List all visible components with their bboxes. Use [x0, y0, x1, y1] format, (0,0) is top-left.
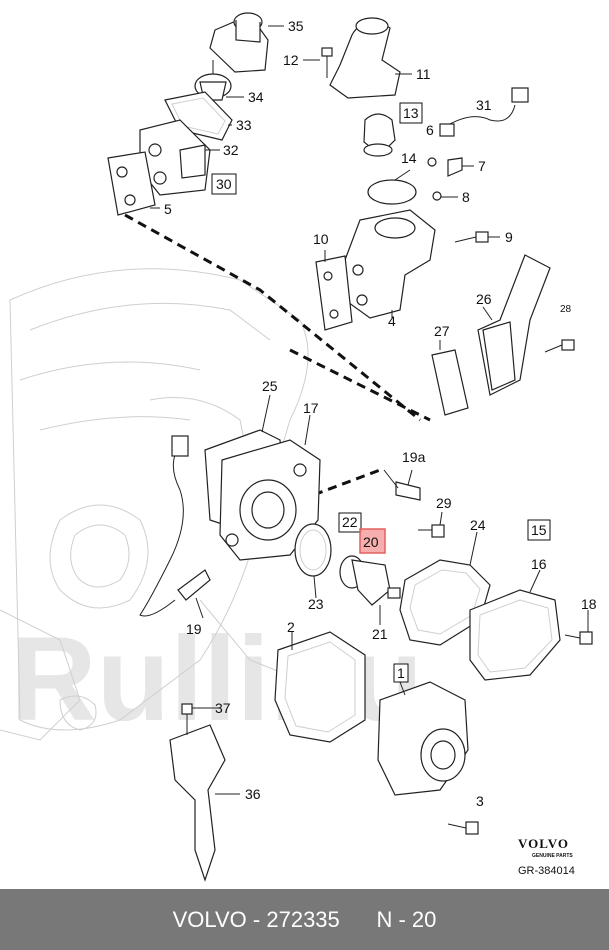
label-7: 7 [478, 158, 486, 174]
footer-position: N - 20 [376, 906, 437, 932]
leader-lines [150, 25, 589, 795]
bracket-36 [169, 724, 226, 882]
gasket-27 [431, 349, 469, 416]
label-33: 33 [236, 117, 252, 133]
bolt-12 [321, 47, 333, 78]
box-15 [527, 519, 551, 541]
brand-sub: GENUINE PARTS [532, 853, 573, 859]
label-5: 5 [164, 201, 172, 217]
label-30: 30 [216, 176, 232, 192]
bolt-9 [454, 231, 489, 243]
footer-brand: VOLVO [172, 906, 247, 932]
bolt-37 [181, 703, 193, 735]
footer-bar: VOLVO - 272335 N - 20 [0, 889, 609, 950]
label-36: 36 [245, 786, 261, 802]
box-22 [338, 512, 362, 533]
bolt-29 [418, 524, 445, 538]
label-19a: 19a [402, 449, 426, 465]
housing-4 [344, 209, 436, 319]
o-ring-14 [367, 179, 417, 205]
parts-diagram: Rulli.ru [0, 12, 597, 882]
label-34: 34 [248, 89, 264, 105]
gasket-2 [274, 631, 366, 743]
label-6: 6 [426, 122, 434, 138]
cover-16 [469, 589, 561, 681]
bolt-28 [544, 339, 575, 353]
label-32: 32 [223, 142, 239, 158]
thermostat-13 [363, 113, 396, 157]
bolt-3 [447, 821, 479, 835]
label-23: 23 [308, 596, 324, 612]
label-37: 37 [215, 700, 231, 716]
footer-sep-1: - [246, 906, 267, 932]
volvo-brand: VOLVO GENUINE PARTS GR-384014 [518, 836, 575, 877]
label-1: 1 [397, 665, 405, 681]
label-20: 20 [363, 534, 379, 550]
thermostat-20 [339, 555, 401, 606]
label-8: 8 [462, 189, 470, 205]
label-22: 22 [342, 514, 358, 530]
engine-block-outline [0, 268, 309, 741]
housing-35 [209, 12, 269, 73]
sensor-7 [447, 157, 463, 177]
label-21: 21 [372, 626, 388, 642]
gasket-5 [107, 151, 156, 216]
label-27: 27 [434, 323, 450, 339]
sensor-cable-31 [439, 87, 529, 137]
label-13: 13 [403, 105, 419, 121]
label-15: 15 [531, 522, 547, 538]
label-18: 18 [581, 596, 597, 612]
pin-19a [383, 469, 421, 501]
outlet-11 [329, 17, 401, 99]
label-29: 29 [436, 495, 452, 511]
bolt-18 [564, 631, 593, 645]
label-4: 4 [388, 313, 396, 329]
sensor-6 [427, 157, 437, 167]
washer-8 [432, 191, 442, 201]
label-3: 3 [476, 793, 484, 809]
label-17: 17 [303, 400, 319, 416]
diagram-ref: GR-384014 [518, 865, 575, 877]
label-12: 12 [283, 52, 299, 68]
box-1 [393, 663, 409, 683]
box-13 [399, 102, 423, 124]
bracket-26 [477, 254, 551, 396]
label-28: 28 [560, 304, 572, 315]
label-11: 11 [416, 66, 431, 82]
o-ring-23 [294, 523, 332, 577]
label-24: 24 [470, 517, 486, 533]
gasket-10 [315, 255, 353, 331]
label-2: 2 [287, 619, 295, 635]
label-19: 19 [186, 621, 202, 637]
label-25: 25 [262, 378, 278, 394]
water-pump-1 [377, 681, 469, 796]
brand-logo: VOLVO [518, 836, 569, 851]
label-14: 14 [401, 150, 417, 166]
label-31: 31 [476, 97, 492, 113]
footer-gap [340, 907, 377, 933]
label-26: 26 [476, 291, 492, 307]
dashed-guide-mid [289, 348, 431, 422]
box-30 [211, 173, 237, 195]
part-labels: 35 34 33 32 5 30 12 11 13 31 6 14 7 8 9 … [164, 18, 597, 809]
highlight-box-20 [359, 528, 386, 554]
label-10: 10 [313, 231, 329, 247]
label-16: 16 [531, 556, 547, 572]
label-35: 35 [288, 18, 304, 34]
footer-part-number: 272335 [266, 906, 340, 932]
pump-housing-17 [219, 439, 321, 561]
sensor-19 [139, 435, 211, 617]
dashed-guide-top [124, 213, 421, 422]
label-9: 9 [505, 229, 513, 245]
